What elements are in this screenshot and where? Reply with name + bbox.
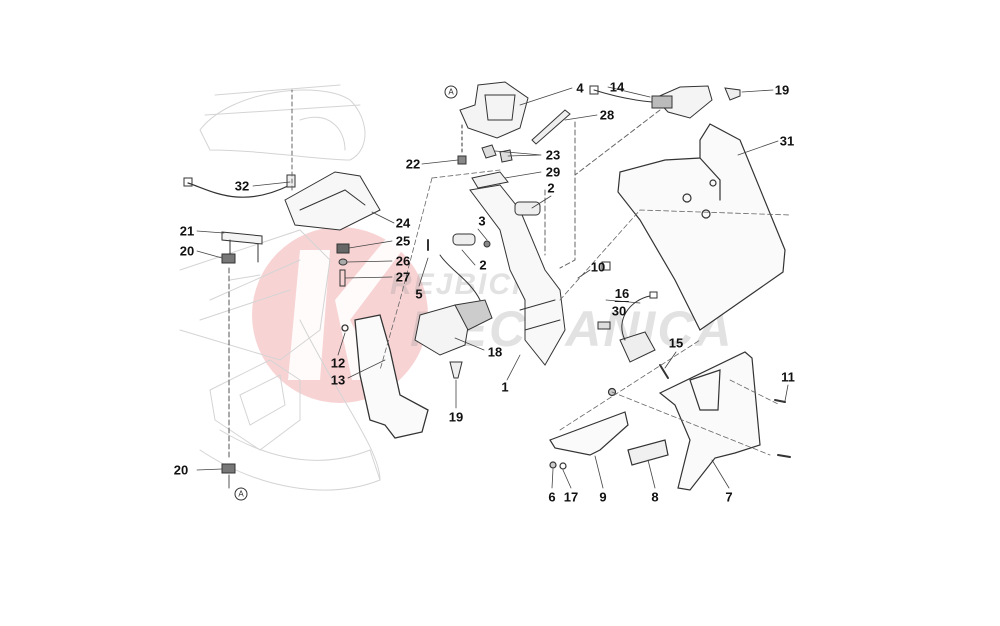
- callout-19[interactable]: 19: [448, 409, 464, 425]
- callout-2[interactable]: 2: [479, 257, 487, 273]
- callout-8[interactable]: 8: [651, 489, 659, 505]
- background-bodywork: [179, 84, 381, 491]
- callout-14[interactable]: 14: [609, 79, 625, 95]
- callout-22[interactable]: 22: [405, 156, 421, 172]
- turn-signal-14: [574, 85, 741, 176]
- callout-15[interactable]: 15: [668, 335, 684, 351]
- callout-24[interactable]: 24: [395, 215, 411, 231]
- callout-4[interactable]: 4: [576, 80, 584, 96]
- callout-17[interactable]: 17: [563, 489, 579, 505]
- callout-28[interactable]: 28: [599, 107, 615, 123]
- plate-light-16: [597, 261, 669, 379]
- callout-16[interactable]: 16: [614, 286, 630, 302]
- callout-26[interactable]: 26: [395, 253, 411, 269]
- leader-lines: [196, 86, 789, 489]
- callout-1[interactable]: 1: [501, 379, 509, 395]
- callout-18[interactable]: 18: [487, 344, 503, 360]
- callout-20[interactable]: 20: [179, 243, 195, 259]
- callout-2[interactable]: 2: [547, 180, 555, 196]
- callout-31[interactable]: 31: [779, 133, 795, 149]
- callout-30[interactable]: 30: [611, 303, 627, 319]
- callout-21[interactable]: 21: [179, 223, 195, 239]
- callout-20[interactable]: 20: [173, 462, 189, 478]
- callout-25[interactable]: 25: [395, 233, 411, 249]
- bracket-21: [221, 231, 263, 489]
- callout-11[interactable]: 11: [781, 369, 795, 385]
- callout-12[interactable]: 12: [330, 355, 346, 371]
- callout-23[interactable]: 23: [545, 147, 561, 163]
- frame-1: [427, 121, 576, 366]
- callout-3[interactable]: 3: [478, 213, 486, 229]
- cover-13: [341, 314, 429, 439]
- callout-27[interactable]: 27: [395, 269, 411, 285]
- assembly-lines: [379, 169, 791, 371]
- tail-light-24: [183, 171, 381, 231]
- watermark-text-1: REJBICH: [390, 268, 536, 301]
- callout-32[interactable]: 32: [234, 178, 250, 194]
- callout-9[interactable]: 9: [599, 489, 607, 505]
- callout-6[interactable]: 6: [548, 489, 556, 505]
- callout-7[interactable]: 7: [725, 489, 733, 505]
- callout-13[interactable]: 13: [330, 372, 346, 388]
- support-4: [457, 81, 571, 189]
- callout-10[interactable]: 10: [590, 259, 606, 275]
- turn-signal-18: [414, 254, 493, 379]
- license-plate-holder-31: [617, 123, 786, 331]
- reference-mark-a: A: [234, 487, 248, 501]
- callout-19[interactable]: 19: [774, 82, 790, 98]
- plate-bracket-7: [549, 339, 791, 491]
- callout-29[interactable]: 29: [545, 164, 561, 180]
- reference-mark-a: A: [444, 85, 458, 99]
- callout-5[interactable]: 5: [415, 286, 423, 302]
